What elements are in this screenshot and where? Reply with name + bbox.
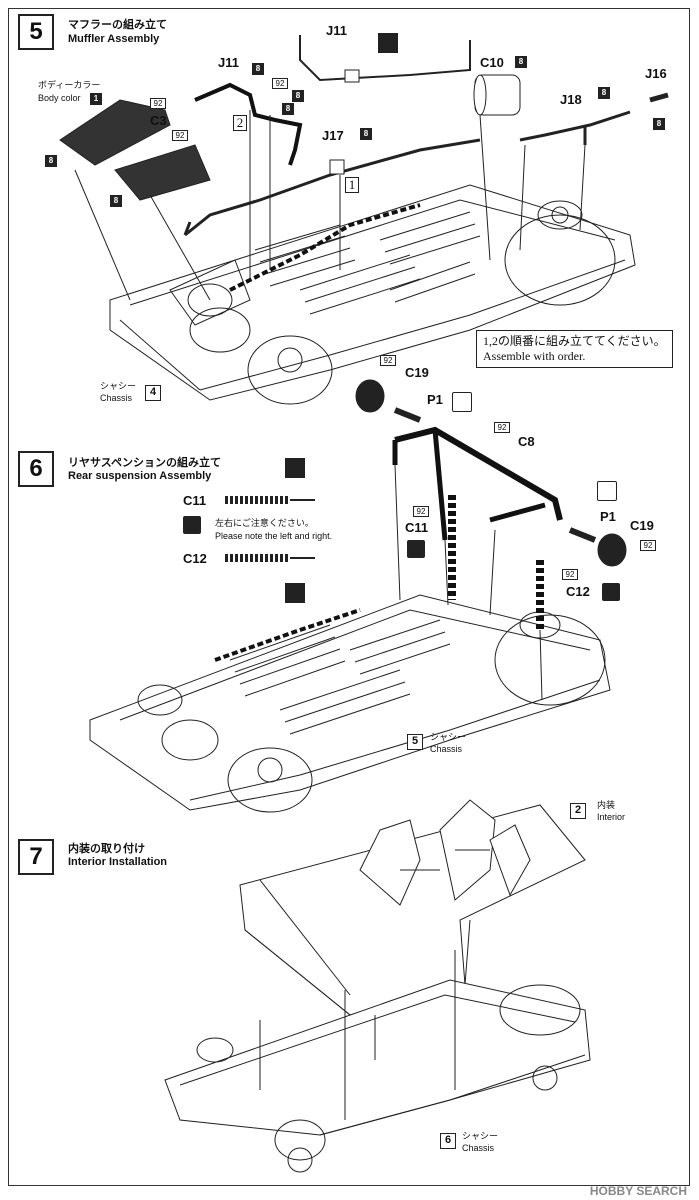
step7-interior-jp: 内装	[597, 800, 616, 810]
body-color-code: 1	[90, 93, 102, 105]
no-paint-icon	[452, 392, 472, 412]
paint-8-c10: 8	[515, 56, 527, 68]
step7-interior-ref: 2	[570, 803, 586, 819]
part-c19-left: C19	[405, 365, 429, 380]
part-c8: C8	[518, 434, 535, 449]
assembly-order-note: 1,2の順番に組み立ててください。 Assemble with order.	[476, 330, 673, 368]
step6-suspension-parts	[225, 379, 627, 701]
part-c11-side: C11	[183, 493, 207, 508]
part-p1-right: P1	[600, 509, 616, 524]
step6-chassis-jp: シャシー	[430, 732, 467, 742]
step7-chassis-ref: 6	[440, 1133, 456, 1149]
paint-8-j11c: 8	[282, 103, 294, 115]
part-p1-left: P1	[427, 392, 443, 407]
part-c19-right: C19	[630, 518, 654, 533]
part-j17: J17	[322, 128, 344, 143]
step-6-title-en: Rear suspension Assembly	[68, 470, 212, 482]
order-1-marker: 1	[345, 177, 359, 193]
paint-92-body: 92	[150, 98, 166, 109]
step7-interior-en: Interior	[597, 812, 626, 822]
paint-8-j16: 8	[653, 118, 665, 130]
paint-92-j11: 92	[272, 78, 288, 89]
part-c10: C10	[480, 55, 504, 70]
paint-92-c19-right: 92	[640, 540, 656, 551]
part-c12-side: C12	[183, 551, 207, 566]
part-c3: C3	[150, 113, 167, 128]
paint-8-j11: 8	[252, 63, 264, 75]
paint-swatch-icon-3	[285, 583, 305, 603]
step5-chassis-ref: 4	[145, 385, 161, 401]
paint-92-c3: 92	[172, 130, 188, 141]
step-7-number: 7	[18, 839, 54, 875]
caution-icon-c12	[602, 583, 620, 601]
step7-interior-drawing	[239, 799, 586, 1016]
step6-chassis-en: Chassis	[430, 744, 463, 754]
paint-92-c8: 92	[494, 422, 510, 433]
body-color-label-jp: ボディーカラー	[38, 80, 101, 90]
step-5-title-en: Muffler Assembly	[68, 33, 160, 45]
paint-8-j18: 8	[598, 87, 610, 99]
part-j16: J16	[645, 66, 667, 81]
step7-chassis-en: Chassis	[462, 1143, 495, 1153]
part-j11-top: J11	[326, 23, 347, 38]
paint-8-j17: 8	[360, 128, 372, 140]
caution-text-en: Please note the left and right.	[215, 531, 333, 541]
step7-chassis-drawing	[164, 950, 591, 1173]
step-6-number: 6	[18, 451, 54, 487]
step5-chassis-en: Chassis	[100, 393, 133, 403]
step5-chassis-jp: シャシー	[100, 381, 137, 391]
step7-chassis-jp: シャシー	[462, 1131, 499, 1141]
step6-chassis-ref: 5	[407, 734, 423, 750]
part-j18: J18	[560, 92, 582, 107]
note-jp: 1,2の順番に組み立ててください。	[483, 334, 666, 348]
paint-92-c12: 92	[562, 569, 578, 580]
part-c12: C12	[566, 584, 590, 599]
paint-92-c19-left: 92	[380, 355, 396, 366]
step5-muffler-parts	[59, 35, 669, 301]
paint-92-c11: 92	[413, 506, 429, 517]
step-6-title-jp: リヤサスペンションの組み立て	[68, 457, 222, 469]
paint-swatch-icon	[378, 33, 398, 53]
order-2-marker: 2	[233, 115, 247, 131]
step5-chassis-drawing	[109, 184, 636, 405]
paint-8-c3: 8	[110, 195, 122, 207]
step6-chassis-drawing	[89, 594, 611, 813]
note-en: Assemble with order.	[483, 349, 586, 363]
caution-icon-c11	[407, 540, 425, 558]
page-frame	[8, 8, 690, 1186]
paint-8-j11b: 8	[292, 90, 304, 102]
caution-icon	[183, 516, 201, 534]
step-5-number: 5	[18, 14, 54, 50]
part-c11: C11	[405, 520, 429, 535]
paint-8-body: 8	[45, 155, 57, 167]
part-j11-bent: J11	[218, 55, 239, 70]
step-7-title-jp: 内装の取り付け	[68, 843, 145, 855]
step-5-title-jp: マフラーの組み立て	[68, 19, 167, 31]
body-color-label-en: Body color	[38, 93, 81, 103]
no-paint-icon-right	[597, 481, 617, 501]
paint-swatch-icon-2	[285, 458, 305, 478]
watermark: HOBBY SEARCH	[589, 1184, 687, 1198]
caution-text-jp: 左右にご注意ください。	[215, 518, 314, 528]
step-7-title-en: Interior Installation	[68, 856, 168, 868]
